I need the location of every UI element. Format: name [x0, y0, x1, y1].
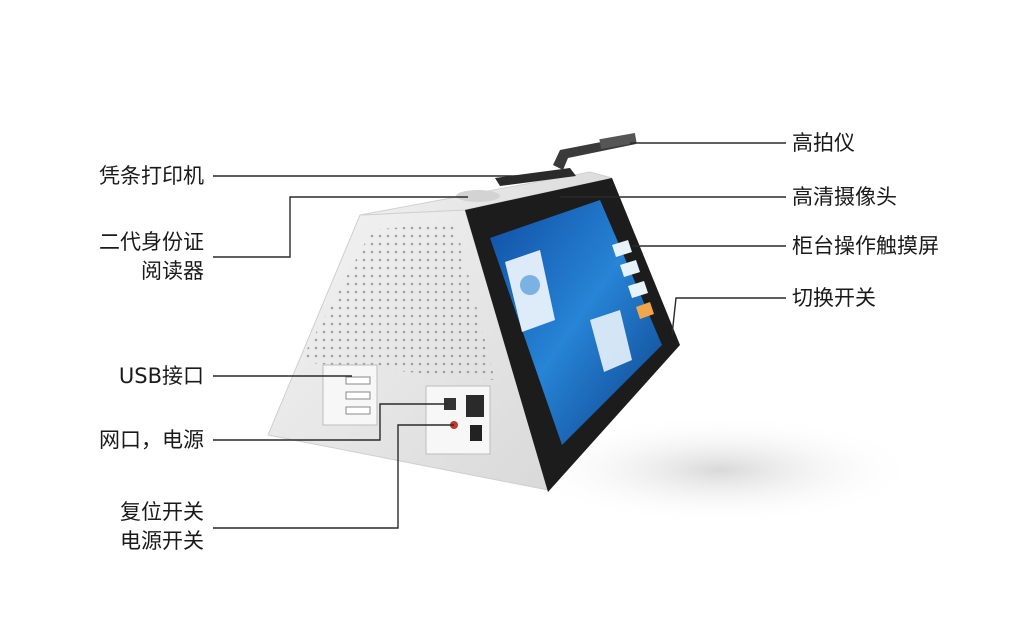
printer-slot	[495, 168, 576, 186]
usb-port-1	[345, 376, 371, 385]
document-camera-head	[599, 132, 637, 150]
label-usb: USB接口	[118, 364, 204, 388]
screen-button-a	[612, 240, 632, 257]
label-switches: 复位开关 电源开关	[72, 498, 204, 556]
screen-button-c	[628, 281, 648, 298]
usb-port-2	[345, 391, 371, 400]
usb-port-3	[345, 406, 371, 415]
network-port	[444, 398, 456, 410]
label-id-reader-line2: 阅读器	[141, 259, 204, 283]
id-reader-pad	[456, 190, 500, 202]
label-receipt-printer: 凭条打印机	[99, 164, 204, 188]
screen-avatar	[520, 275, 540, 295]
leader-id-reader	[213, 196, 468, 258]
label-id-reader: 二代身份证 阅读器	[72, 228, 204, 286]
screen-center-card	[590, 310, 632, 372]
speaker-grille	[300, 222, 495, 380]
label-network-power: 网口，电源	[99, 428, 204, 452]
label-switches-line1: 复位开关	[120, 500, 204, 524]
floor-shadow	[520, 415, 920, 525]
screen-button-d	[636, 302, 654, 319]
label-hd-camera: 高清摄像头	[792, 185, 897, 209]
screen-button-b	[620, 260, 640, 277]
label-id-reader-line1: 二代身份证	[99, 230, 204, 254]
label-touchscreen: 柜台操作触摸屏	[792, 234, 939, 258]
label-toggle-switch: 切换开关	[792, 286, 876, 310]
label-document-camera: 高拍仪	[792, 131, 855, 155]
power-socket	[466, 395, 484, 417]
leader-lines-left	[213, 175, 518, 529]
label-switches-line2: 电源开关	[120, 529, 204, 553]
leader-switches	[213, 424, 454, 529]
leader-network-power	[213, 403, 448, 441]
leader-lines-right	[560, 142, 786, 336]
power-switch	[470, 425, 482, 441]
leader-toggle-switch	[671, 297, 786, 336]
